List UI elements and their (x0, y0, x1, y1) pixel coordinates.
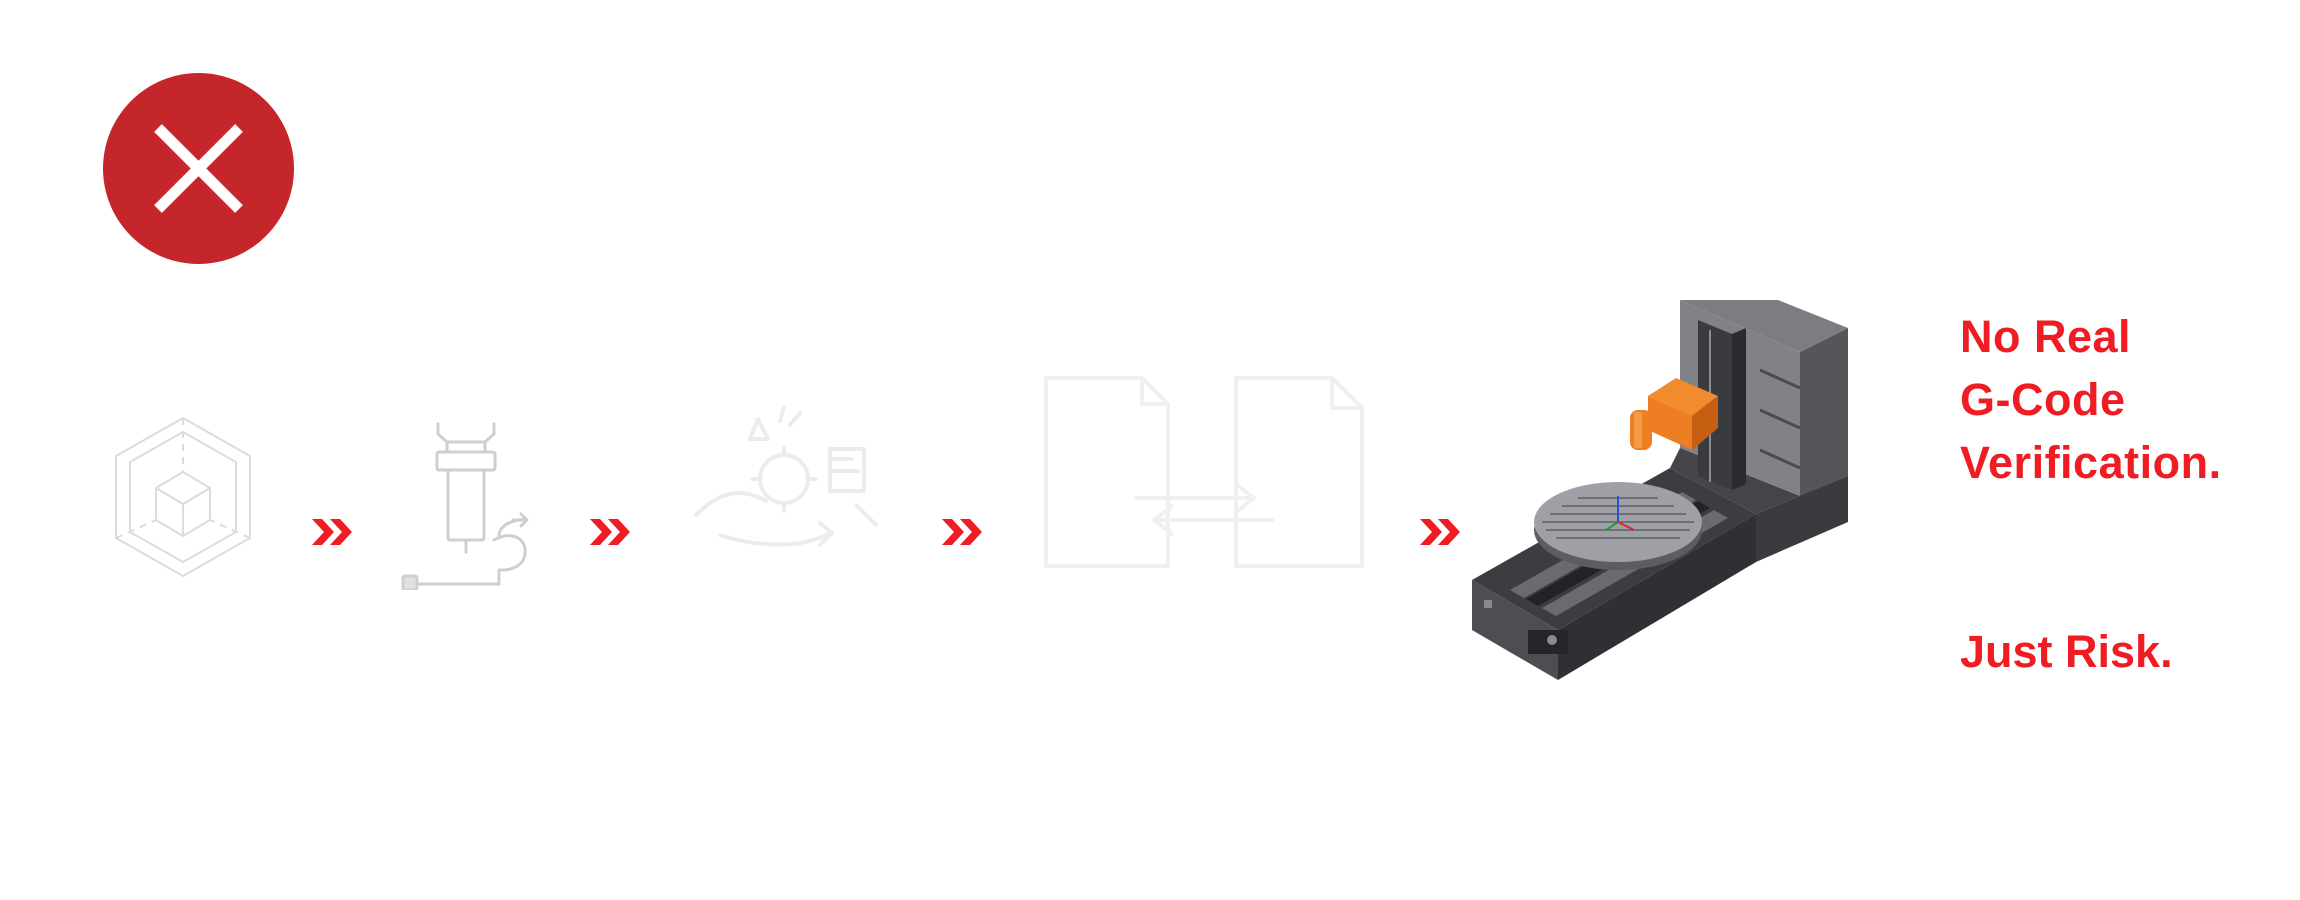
cnc-machine-icon (1472, 300, 1848, 680)
headline-line: G-Code (1960, 374, 2126, 425)
tagline: Just Risk. (1960, 626, 2173, 677)
toolpath-icon (401, 422, 529, 590)
headline-line: No Real (1960, 311, 2132, 362)
close-icon (103, 73, 294, 264)
headline: No Real G-Code Verification. (1960, 305, 2222, 494)
file-transfer-icon (1044, 376, 1364, 568)
double-chevron-right-icon (312, 519, 352, 545)
cad-model-icon (115, 417, 251, 577)
double-chevron-right-icon (942, 519, 982, 545)
headline-line: Verification. (1960, 437, 2222, 488)
double-chevron-right-icon (590, 519, 630, 545)
double-chevron-right-icon (1420, 519, 1460, 545)
post-processor-icon (694, 405, 878, 547)
